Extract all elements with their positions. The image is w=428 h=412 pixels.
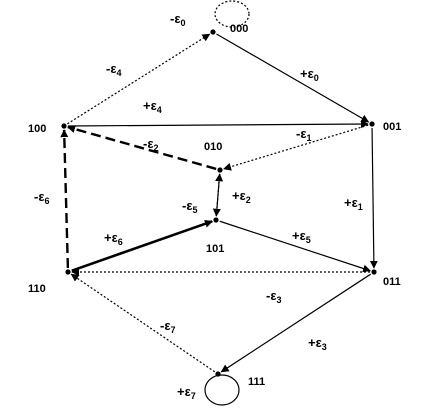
node-101 bbox=[213, 217, 219, 223]
edge-label-111-110: -ε7 bbox=[160, 318, 176, 335]
edge-label-001-011: +ε1 bbox=[344, 195, 363, 212]
edge-label-101-011: +ε5 bbox=[292, 228, 311, 245]
edge-101-to-010 bbox=[215, 173, 224, 217]
edge-111-to-110 bbox=[70, 273, 216, 373]
node-001 bbox=[369, 121, 375, 127]
edge-label-100-001: +ε4 bbox=[143, 98, 162, 115]
edge-011-to-111 bbox=[220, 273, 371, 373]
edge-label-001-010: -ε1 bbox=[296, 126, 312, 143]
node-label-010: 010 bbox=[204, 141, 222, 153]
node-011 bbox=[371, 269, 377, 275]
loop-label-111: +ε7 bbox=[177, 384, 196, 401]
edge-100-to-001 bbox=[67, 120, 369, 129]
node-100 bbox=[61, 123, 67, 129]
edge-label-000-001: +ε0 bbox=[300, 66, 319, 83]
edge-label-100-000: -ε4 bbox=[106, 61, 122, 78]
edge-001-to-011 bbox=[369, 127, 378, 269]
node-110 bbox=[65, 269, 71, 275]
edge-100-to-000 bbox=[67, 33, 211, 125]
edge-label-010-101: +ε2 bbox=[232, 188, 251, 205]
node-label-101: 101 bbox=[206, 243, 224, 255]
edge-label-010-100: -ε2 bbox=[143, 136, 159, 153]
edge-label-011-111: +ε3 bbox=[308, 335, 327, 352]
node-label-100: 100 bbox=[28, 123, 46, 135]
loop-label-000: -ε0 bbox=[170, 11, 186, 28]
node-000 bbox=[210, 29, 216, 35]
node-label-001: 001 bbox=[383, 121, 401, 133]
node-label-110: 110 bbox=[28, 283, 46, 295]
edge-001-to-010 bbox=[223, 124, 369, 171]
self-loop-111 bbox=[204, 374, 240, 406]
node-111 bbox=[215, 371, 221, 377]
edge-label-110-101: +ε6 bbox=[104, 230, 123, 247]
self-loop-000 bbox=[214, 0, 250, 28]
edge-110-to-100 bbox=[60, 129, 70, 269]
edge-010-to-100 bbox=[67, 125, 217, 171]
node-label-011: 011 bbox=[383, 276, 401, 288]
node-label-000: 000 bbox=[230, 23, 248, 35]
node-010 bbox=[217, 167, 223, 173]
edge-label-101-010: -ε5 bbox=[182, 198, 198, 215]
node-label-111: 111 bbox=[248, 376, 265, 388]
edge-000-to-001 bbox=[216, 33, 370, 123]
edge-label-011-110: -ε3 bbox=[266, 288, 282, 305]
edge-110-to-101 bbox=[71, 219, 213, 272]
edge-101-to-011 bbox=[219, 220, 371, 273]
edge-label-110-100: -ε6 bbox=[34, 189, 50, 206]
